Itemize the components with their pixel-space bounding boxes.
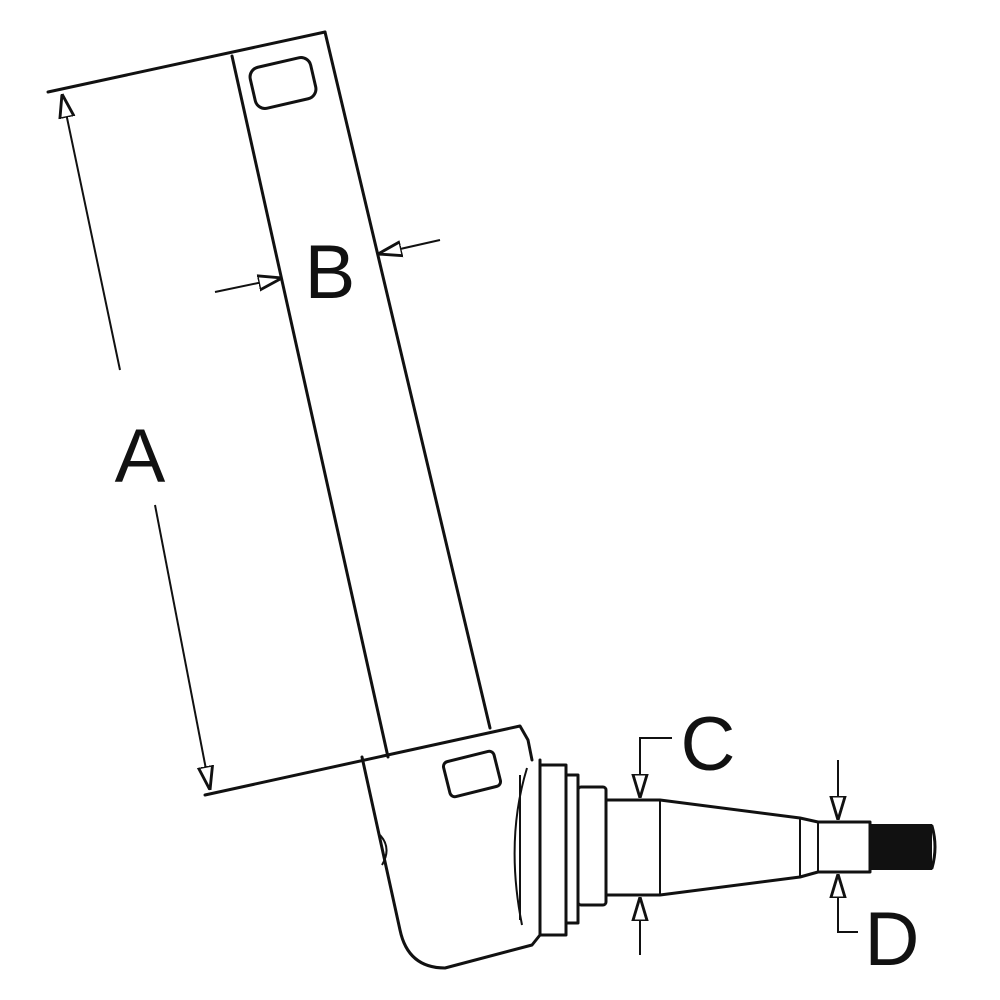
steering-arm xyxy=(46,30,492,759)
label-d: D xyxy=(865,897,920,982)
arm-slot xyxy=(248,56,318,110)
dimension-a: A xyxy=(62,94,210,790)
label-a: A xyxy=(115,414,166,499)
knuckle-slot xyxy=(441,749,503,799)
spindle xyxy=(538,763,937,937)
thread xyxy=(870,824,932,870)
dimension-c: C xyxy=(640,702,735,955)
dimension-b: B xyxy=(214,230,441,315)
label-c: C xyxy=(681,702,736,787)
dimension-d: D xyxy=(838,760,919,982)
label-b: B xyxy=(305,230,356,315)
knuckle-body xyxy=(203,724,542,970)
